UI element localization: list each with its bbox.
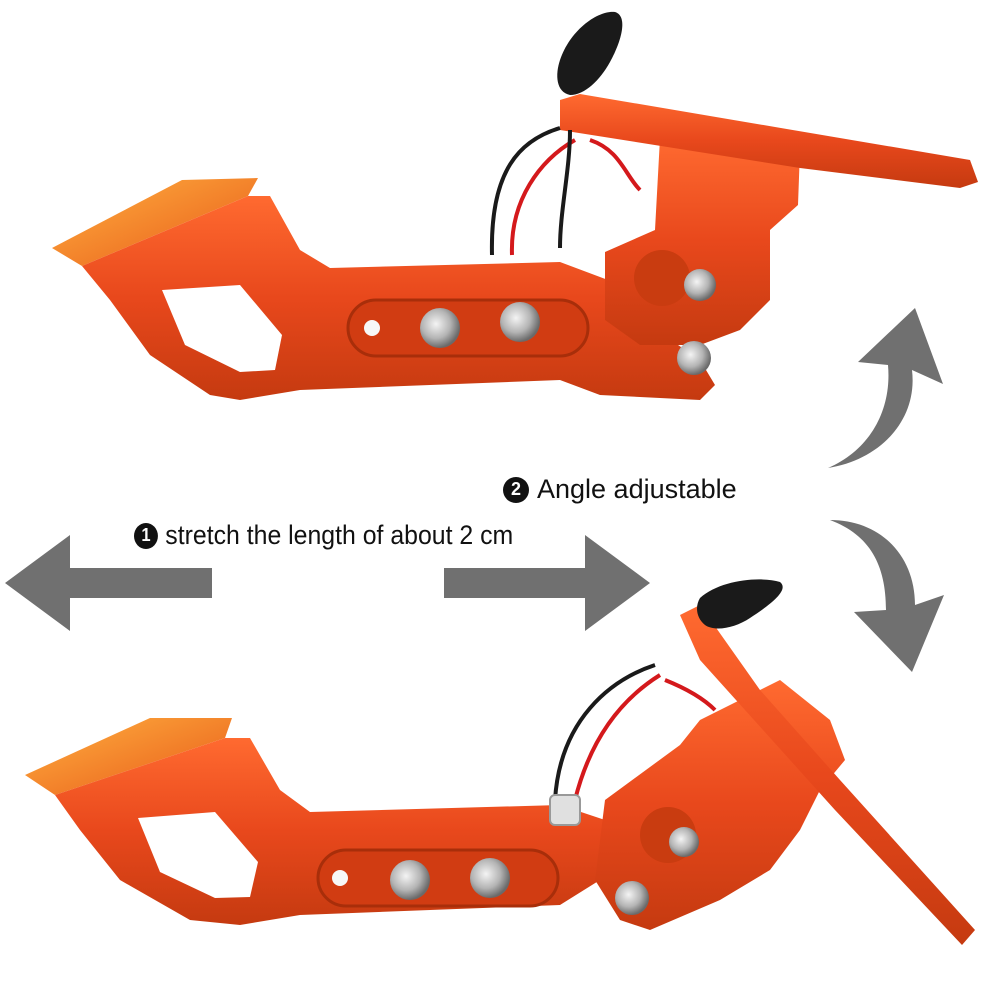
bracket-top-plate (560, 94, 978, 188)
bracket-bottom-cutout (138, 812, 258, 898)
bracket-bottom-bolt-3 (669, 827, 699, 857)
bracket-bottom-wire-black (553, 663, 656, 801)
arrow-right-icon (444, 535, 650, 631)
bracket-top-bolt-2 (500, 302, 540, 342)
bracket-top-cutout (162, 285, 282, 372)
bracket-top-slot (346, 298, 590, 358)
curved-arrow-up-icon (828, 308, 943, 468)
bracket-top-bolt-1 (420, 308, 460, 348)
bracket-top-light (557, 11, 623, 95)
bracket-top-wire-black-2 (558, 129, 572, 249)
caption-angle-number: 2 (503, 476, 529, 503)
caption-stretch-length: 1 stretch the length of about 2 cm (134, 520, 513, 551)
bracket-top-wire-red (509, 138, 576, 256)
bracket-top (52, 11, 978, 400)
bracket-top-pivot (634, 250, 690, 306)
caption-angle-adjustable: 2 Angle adjustable (503, 474, 737, 505)
bracket-bottom-slot (316, 848, 560, 908)
arrow-left-icon (5, 535, 212, 631)
bracket-top-wire-red-2 (589, 138, 642, 192)
bracket-top-slot-hole (364, 320, 380, 336)
bracket-bottom-plate (680, 605, 975, 945)
caption-stretch-number: 1 (134, 522, 158, 549)
caption-angle-text: Angle adjustable (537, 474, 737, 504)
bracket-bottom-bolt-2 (470, 858, 510, 898)
bracket-bottom-wire-red-2 (664, 678, 717, 712)
bracket-top-bolt-4 (677, 341, 711, 375)
bracket-bottom-connector (549, 794, 581, 826)
bracket-top-wire-black (489, 126, 561, 256)
bracket-bottom-wire-red (573, 673, 662, 801)
bracket-bottom-slot-hole (332, 870, 348, 886)
curved-arrow-down-icon (830, 520, 944, 672)
bracket-bottom-bolt-4 (615, 881, 649, 915)
bracket-top-housing (605, 138, 800, 345)
bracket-bottom (25, 579, 975, 945)
bracket-top-mount-plate (52, 178, 258, 266)
bracket-bottom-mount-plate (25, 718, 232, 795)
caption-stretch-text: stretch the length of about 2 cm (165, 520, 514, 550)
bracket-top-bolt-3 (684, 269, 716, 301)
bracket-bottom-bolt-1 (390, 860, 430, 900)
bracket-bottom-light (697, 579, 783, 629)
